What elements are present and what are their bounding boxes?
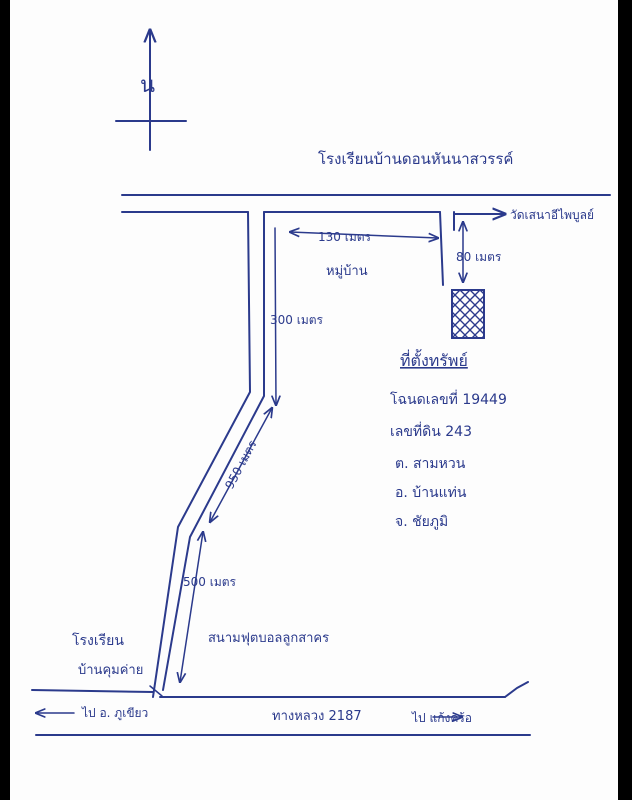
- stadium-label: สนามฟุตบอลลูกสาคร: [208, 631, 329, 646]
- north-compass-icon: [115, 30, 187, 151]
- property-deed: โฉนดเลขที่ 19449: [390, 390, 507, 408]
- property-land-no: เลขที่ดิน 243: [390, 422, 472, 440]
- property-parcel: [451, 289, 485, 339]
- distance-950-arrow: [210, 408, 272, 522]
- property-province: จ. ชัยภูมิ: [395, 514, 448, 530]
- to-right-label: ไป แก้งคร้อ: [411, 711, 472, 725]
- distance-130-label: 130 เมตร: [318, 230, 372, 244]
- highway-name-label: ทางหลวง 2187: [272, 709, 362, 724]
- distance-500-arrow: [180, 532, 203, 682]
- north-label: น: [140, 73, 155, 98]
- distance-500-label: 500 เมตร: [183, 575, 237, 589]
- school-bottom-label-1: โรงเรียน: [72, 632, 124, 649]
- distance-80-label: 80 เมตร: [456, 250, 502, 264]
- school-bottom-label-2: บ้านคุมค่าย: [78, 663, 143, 678]
- distance-130-arrow: [290, 232, 438, 238]
- top-road: [121, 194, 611, 214]
- property-subdistrict: ต. สามหวน: [395, 456, 466, 472]
- village-label: หมู่บ้าน: [326, 264, 368, 279]
- temple-label: วัดเสนาอีไพบูลย์: [510, 208, 594, 223]
- property-heading: ที่ตั้งทรัพย์: [400, 349, 468, 370]
- highway-2187: [31, 681, 531, 736]
- distance-300-arrow: [275, 227, 276, 405]
- map-paper: [10, 0, 618, 800]
- school-top-label: โรงเรียนบ้านดอนหันนาสวรรค์: [318, 150, 513, 168]
- property-district: อ. บ้านแท่น: [395, 485, 467, 501]
- side-street: [439, 211, 455, 286]
- distance-300-label: 300 เมตร: [270, 313, 324, 327]
- to-left-label: ไป อ. ภูเขียว: [81, 706, 148, 721]
